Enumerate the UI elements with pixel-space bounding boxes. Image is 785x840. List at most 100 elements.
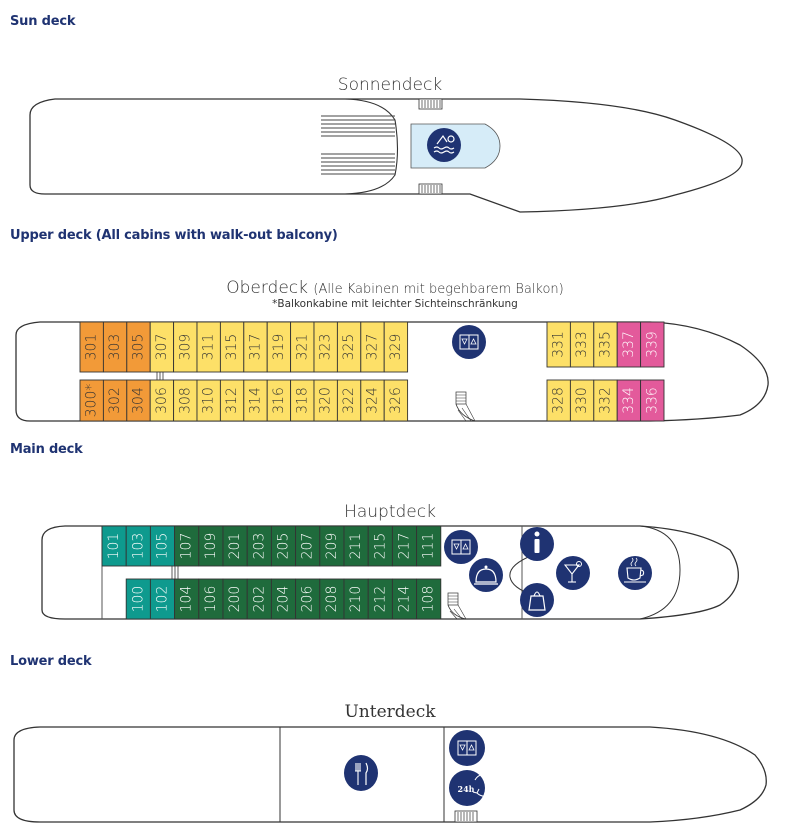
lower-deck-title: Unterdeck: [344, 702, 436, 722]
cabin-number: 303: [107, 334, 123, 361]
cabin-206[interactable]: 206: [295, 578, 321, 620]
cabin-307[interactable]: 307: [149, 321, 175, 373]
cabin-304[interactable]: 304: [126, 379, 151, 422]
cabin-306[interactable]: 306: [149, 379, 175, 422]
cabin-335[interactable]: 335: [593, 321, 618, 368]
cabin-310[interactable]: 310: [196, 379, 221, 422]
cabin-217[interactable]: 217: [391, 525, 418, 567]
cabin-329[interactable]: 329: [383, 321, 409, 373]
cabin-box: [101, 525, 127, 567]
cabin-number: 329: [388, 334, 404, 361]
cabin-101[interactable]: 101: [101, 525, 127, 567]
cabin-319[interactable]: 319: [266, 321, 292, 373]
cabin-105[interactable]: 105: [149, 525, 176, 567]
cabin-box: [416, 525, 442, 567]
cabin-201[interactable]: 201: [222, 525, 248, 567]
cabin-207[interactable]: 207: [295, 525, 321, 567]
cabin-300[interactable]: 300*: [79, 379, 104, 422]
cabin-box: [640, 321, 665, 368]
cabin-331[interactable]: 331: [546, 321, 571, 368]
cabin-305[interactable]: 305: [126, 321, 151, 373]
cabin-327[interactable]: 327: [360, 321, 385, 373]
cabin-316[interactable]: 316: [266, 379, 292, 422]
cabin-203[interactable]: 203: [246, 525, 272, 567]
cabin-204[interactable]: 204: [270, 578, 297, 620]
cabin-321[interactable]: 321: [290, 321, 315, 373]
cabin-number: 202: [251, 586, 267, 613]
cabin-320[interactable]: 320: [313, 379, 338, 422]
cabin-315[interactable]: 315: [219, 321, 245, 373]
cabin-309[interactable]: 309: [173, 321, 198, 373]
sun-deck-title: Sonnendeck: [337, 75, 443, 95]
cabin-317[interactable]: 317: [243, 321, 268, 373]
cabin-330[interactable]: 330: [569, 379, 595, 422]
cabin-303[interactable]: 303: [102, 321, 128, 373]
cabin-202[interactable]: 202: [246, 578, 272, 620]
cabin-322[interactable]: 322: [336, 379, 362, 422]
cabin-301[interactable]: 301: [79, 321, 104, 373]
cabin-205[interactable]: 205: [270, 525, 297, 567]
cabin-111[interactable]: 111: [416, 525, 442, 567]
cabin-323[interactable]: 323: [313, 321, 338, 373]
cabin-104[interactable]: 104: [174, 578, 200, 620]
cabin-214[interactable]: 214: [391, 578, 418, 620]
stairs-top: [418, 98, 443, 110]
cabin-302[interactable]: 302: [102, 379, 128, 422]
cabin-333[interactable]: 333: [569, 321, 595, 368]
sunbeds-top: [321, 115, 395, 137]
restaurant-icon: [344, 755, 378, 791]
cabin-208[interactable]: 208: [319, 578, 345, 620]
cabin-number: 204: [276, 586, 292, 613]
cabin-334[interactable]: 334: [616, 379, 642, 422]
cabin-325[interactable]: 325: [336, 321, 362, 373]
cabin-box: [295, 578, 321, 620]
cabin-211[interactable]: 211: [343, 525, 369, 567]
cabin-212[interactable]: 212: [367, 578, 393, 620]
cabin-314[interactable]: 314: [243, 379, 268, 422]
cabin-box: [125, 578, 151, 620]
reception-bell-icon: [469, 558, 503, 592]
cabin-328[interactable]: 328: [546, 379, 571, 422]
sun-deck-plan: [29, 98, 743, 213]
cabin-box: [246, 525, 272, 567]
cabin-318[interactable]: 318: [290, 379, 315, 422]
cabin-106[interactable]: 106: [198, 578, 224, 620]
cabin-number: 324: [365, 387, 381, 414]
cabin-number: 314: [248, 387, 264, 414]
cabin-number: 201: [227, 533, 243, 560]
cabin-200[interactable]: 200: [222, 578, 248, 620]
cabin-326[interactable]: 326: [383, 379, 409, 422]
cabin-209[interactable]: 209: [319, 525, 345, 567]
cabin-108[interactable]: 108: [416, 578, 442, 620]
cabin-308[interactable]: 308: [173, 379, 198, 422]
cabin-number: 217: [397, 533, 413, 560]
cabin-312[interactable]: 312: [219, 379, 245, 422]
staircase-icon: [455, 391, 476, 422]
cabin-107[interactable]: 107: [174, 525, 200, 567]
cabin-339[interactable]: 339: [640, 321, 665, 368]
sun-deck-inner-line: [344, 98, 399, 195]
cabin-215[interactable]: 215: [367, 525, 393, 567]
cabin-number: 327: [365, 334, 381, 361]
cabin-102[interactable]: 102: [149, 578, 176, 620]
cabin-box: [391, 578, 418, 620]
cabin-box: [198, 578, 224, 620]
cabin-324[interactable]: 324: [360, 379, 385, 422]
cabin-box: [319, 525, 345, 567]
cabin-210[interactable]: 210: [343, 578, 369, 620]
upper-deck-title-suffix: (Alle Kabinen mit begehbarem Balkon): [313, 282, 564, 297]
cabin-number: 321: [294, 334, 310, 361]
cabin-311[interactable]: 311: [196, 321, 221, 373]
cabin-box: [174, 525, 200, 567]
cabin-number: 339: [644, 331, 660, 358]
cabin-103[interactable]: 103: [125, 525, 151, 567]
cabin-336[interactable]: 336: [640, 379, 665, 422]
stairs-bottom: [418, 183, 443, 195]
cabin-number: 207: [300, 533, 316, 560]
cabin-number: 105: [155, 533, 171, 560]
cabin-box: [343, 525, 369, 567]
cabin-109[interactable]: 109: [198, 525, 224, 567]
cabin-332[interactable]: 332: [593, 379, 618, 422]
cabin-100[interactable]: 100: [125, 578, 151, 620]
cabin-337[interactable]: 337: [616, 321, 642, 368]
